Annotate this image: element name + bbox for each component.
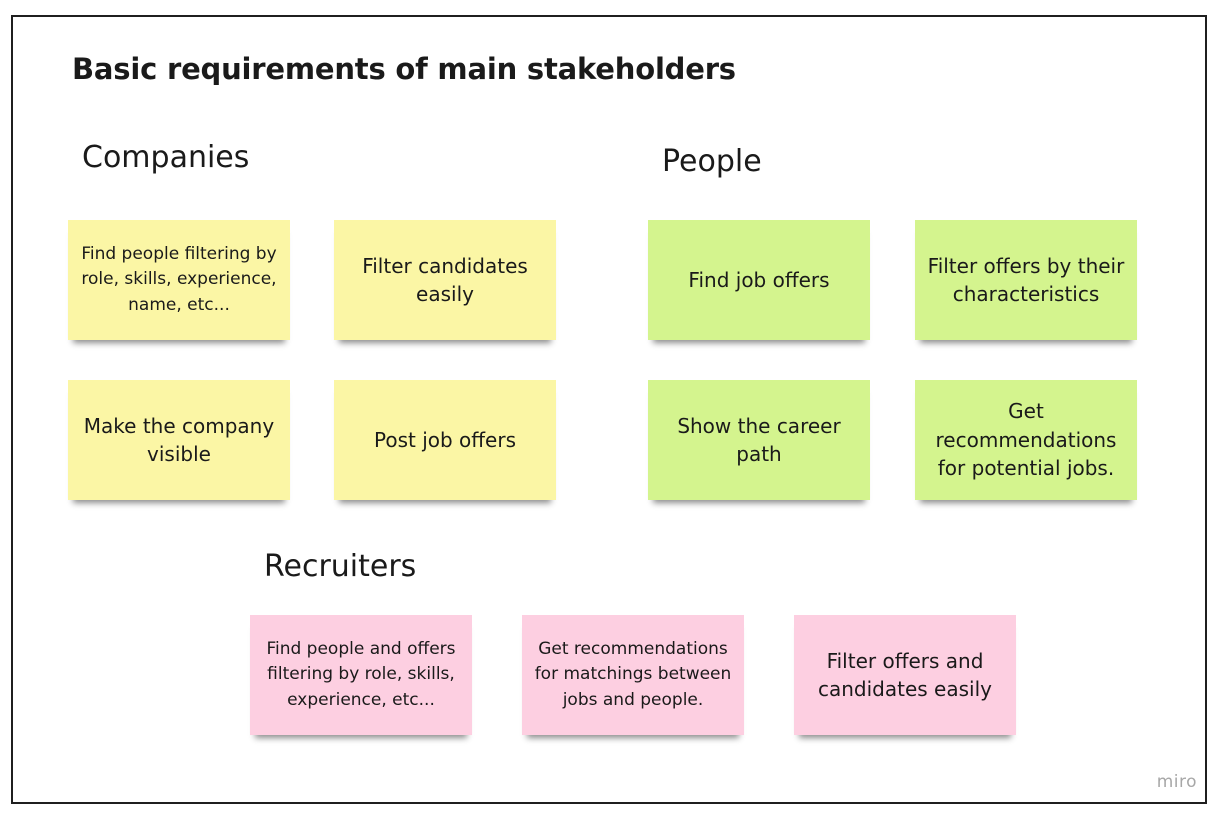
sticky-note-text: Find job offers bbox=[688, 267, 830, 292]
section-title-recruiters: Recruiters bbox=[264, 549, 417, 584]
sticky-note-recruiters-find-people[interactable]: Find people and offers filtering by role… bbox=[250, 615, 472, 735]
sticky-note-people-filter-offers[interactable]: Filter offers by their characteristics bbox=[915, 220, 1137, 340]
sticky-note-text: Filter offers by their characteristics bbox=[927, 253, 1125, 306]
sticky-note-text: Find people and offers filtering by role… bbox=[266, 638, 456, 710]
sticky-note-text: Get recommendations for potential jobs. bbox=[935, 399, 1117, 481]
section-title-people: People bbox=[662, 144, 762, 179]
sticky-note-text: Filter offers and candidates easily bbox=[818, 648, 992, 701]
sticky-note-text: Post job offers bbox=[373, 427, 516, 452]
sticky-note-companies-post-offers[interactable]: Post job offers bbox=[334, 380, 556, 500]
sticky-note-text: Filter candidates easily bbox=[362, 253, 528, 306]
sticky-note-recruiters-filter[interactable]: Filter offers and candidates easily bbox=[794, 615, 1016, 735]
sticky-note-text: Show the career path bbox=[677, 413, 841, 466]
section-title-companies: Companies bbox=[82, 140, 250, 175]
sticky-note-text: Make the company visible bbox=[83, 413, 275, 466]
miro-logo: miro bbox=[1156, 772, 1197, 792]
sticky-note-companies-find-people[interactable]: Find people filtering by role, skills, e… bbox=[68, 220, 290, 340]
sticky-note-text: Find people filtering by role, skills, e… bbox=[81, 243, 277, 315]
sticky-note-people-find-offers[interactable]: Find job offers bbox=[648, 220, 870, 340]
sticky-note-text: Get recommendations for matchings betwee… bbox=[534, 638, 732, 710]
sticky-note-companies-visible[interactable]: Make the company visible bbox=[68, 380, 290, 500]
sticky-note-recruiters-recommendations[interactable]: Get recommendations for matchings betwee… bbox=[522, 615, 744, 735]
sticky-note-companies-filter-candidates[interactable]: Filter candidates easily bbox=[334, 220, 556, 340]
sticky-note-people-career-path[interactable]: Show the career path bbox=[648, 380, 870, 500]
board-title: Basic requirements of main stakeholders bbox=[72, 52, 736, 86]
sticky-note-people-recommendations[interactable]: Get recommendations for potential jobs. bbox=[915, 380, 1137, 500]
